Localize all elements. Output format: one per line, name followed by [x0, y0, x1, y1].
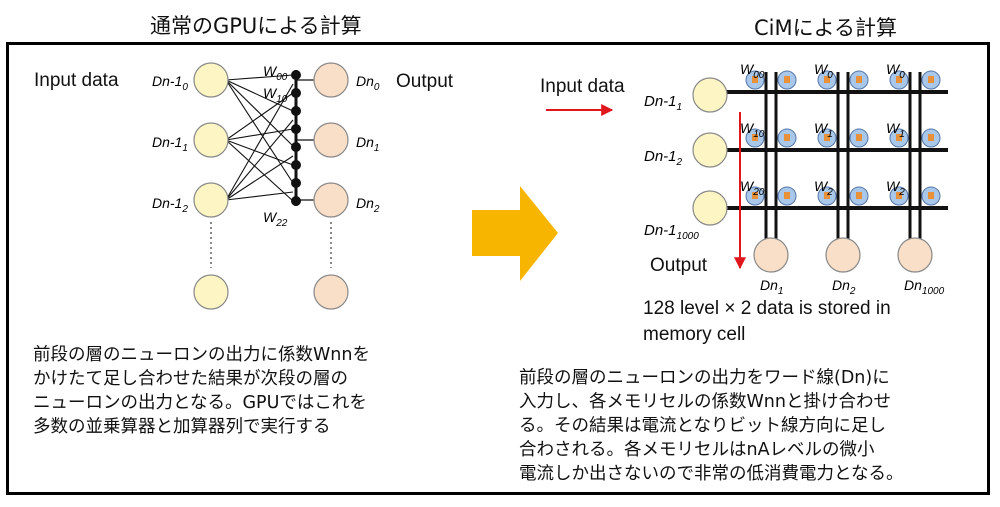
cim-input-label: Input data: [540, 76, 625, 97]
cim-input-1000: Dn-11000: [644, 222, 699, 242]
output-neuron: [313, 62, 349, 98]
cim-output-label: Output: [650, 255, 708, 276]
output-neuron: [753, 237, 789, 273]
cell-cores: [752, 76, 934, 199]
gpu-output-neurons: [313, 62, 349, 310]
cim-input-1: Dn-11: [644, 93, 682, 113]
cim-weight: W10: [740, 120, 765, 140]
input-neuron: [193, 274, 229, 310]
cim-output-neurons: [753, 237, 933, 273]
mac-node: [291, 70, 301, 80]
gpu-accumulator-bus: [291, 70, 316, 206]
input-neuron: [692, 77, 728, 113]
gpu-title: 通常のGPUによる計算: [150, 14, 362, 38]
gpu-output-label: Output: [396, 71, 454, 92]
diagram-frame: [6, 42, 990, 495]
gpu-input-1: Dn-11: [152, 134, 188, 154]
input-neuron: [692, 190, 728, 226]
gpu-weight-22: W22: [263, 209, 288, 229]
gpu-output-0: Dn0: [356, 73, 380, 93]
cim-weight: W2: [886, 178, 905, 198]
gpu-weight-10: W10: [263, 85, 288, 105]
cim-weight: W0: [886, 61, 905, 81]
cim-weight: W1: [814, 120, 833, 140]
gpu-ellipsis-lines: [210, 222, 332, 268]
cim-input-neurons: [692, 77, 728, 226]
gpu-weight-00: W00: [263, 63, 288, 83]
mac-node: [291, 88, 301, 98]
output-neuron: [313, 274, 349, 310]
gpu-output-2: Dn2: [356, 195, 380, 215]
transition-arrow: [472, 186, 558, 281]
output-neuron: [897, 237, 933, 273]
input-neuron: [193, 62, 229, 98]
mac-node: [291, 160, 301, 170]
input-neuron: [193, 182, 229, 218]
cim-weight: W20: [740, 178, 765, 198]
cim-weight: W0: [814, 61, 833, 81]
output-neuron: [313, 122, 349, 158]
cim-weight: W1: [886, 120, 905, 140]
storage-note: 128 level × 2 data is stored in memory c…: [643, 298, 891, 345]
gpu-input-neurons: [193, 62, 229, 310]
gpu-description: 前段の層のニューロンの出力に係数Wnnを かけたて足し合わせた結果が次段の層の …: [33, 345, 370, 437]
gpu-input-label: Input data: [34, 70, 119, 91]
cim-output-1000: Dn1000: [904, 277, 945, 297]
gpu-output-1: Dn1: [356, 134, 379, 154]
output-neuron: [313, 182, 349, 218]
cim-output-1: Dn1: [760, 277, 783, 297]
cim-output-2: Dn2: [832, 277, 856, 297]
mac-node: [291, 124, 301, 134]
mac-node: [291, 178, 301, 188]
output-neuron: [825, 237, 861, 273]
mac-node: [291, 196, 301, 206]
gpu-input-0: Dn-10: [152, 73, 188, 93]
mac-node: [291, 106, 301, 116]
bit-lines: [764, 72, 922, 240]
gpu-input-2: Dn-12: [152, 195, 188, 215]
gpu-connections: [225, 74, 294, 202]
cim-description: 前段の層のニューロンの出力をワード線(Dn)に 入力し、各メモリセルの係数Wnn…: [519, 368, 904, 484]
cim-weight: W2: [814, 178, 833, 198]
mac-node: [291, 142, 301, 152]
input-neuron: [193, 122, 229, 158]
input-neuron: [692, 132, 728, 168]
cim-title: CiMによる計算: [754, 16, 897, 40]
cim-weight: W00: [740, 61, 765, 81]
cim-input-2: Dn-12: [644, 148, 683, 168]
